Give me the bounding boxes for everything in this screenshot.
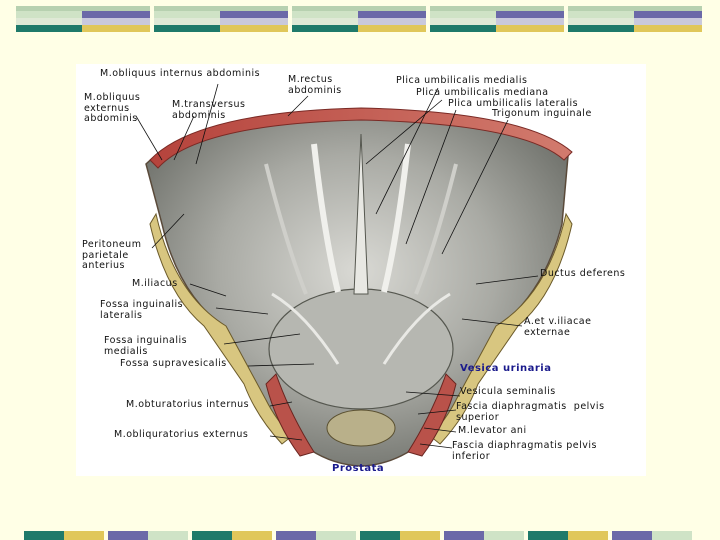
header-stripe-block-2 <box>154 6 288 32</box>
footer-stripe-5 <box>192 531 232 540</box>
label-peritoneum: Peritoneum parietale anterius <box>82 239 142 271</box>
footer-stripe-2 <box>64 531 104 540</box>
plica-lateralis-left <box>264 163 308 295</box>
bladder <box>268 288 454 410</box>
footer-stripe-4 <box>148 531 188 540</box>
label-levator: M.levator ani <box>458 425 527 436</box>
right-iliac-bone <box>429 212 573 445</box>
plica-medialis-right <box>381 143 411 293</box>
footer-stripe-1 <box>24 531 64 540</box>
label-prostata: Prostata <box>332 463 385 474</box>
plica-medialis-left <box>311 143 341 293</box>
footer-stripe-12 <box>484 531 524 540</box>
footer-stripe-3 <box>108 531 148 540</box>
ductus-deferens-right <box>382 292 451 365</box>
footer-stripe-11 <box>444 531 484 540</box>
label-plica-mediana: Plica umbilicalis mediana <box>416 87 549 98</box>
label-obliquratorius-externus: M.obliquratorius externus <box>114 429 249 440</box>
label-fossa-supravesicalis: Fossa supravesicalis <box>120 358 227 369</box>
plica-mediana <box>353 133 369 295</box>
header-stripe-block-4 <box>430 6 564 32</box>
header-stripe-block-1 <box>16 6 150 32</box>
label-fossa-medialis: Fossa inguinalis medialis <box>104 335 188 357</box>
footer-stripe-8 <box>316 531 356 540</box>
label-obliquus-externus: M.obliquus externus abdominis <box>84 92 141 124</box>
footer-stripe-15 <box>612 531 652 540</box>
footer-stripe-16 <box>652 531 692 540</box>
label-plica-medialis: Plica umbilicalis medialis <box>396 75 528 86</box>
label-fossa-lateralis: Fossa inguinalis lateralis <box>100 299 184 321</box>
label-fascia-superior: Fascia diaphragmatis pelvis superior <box>456 401 605 423</box>
header-stripe-block-5 <box>568 6 702 32</box>
pelvis-illustration <box>135 83 573 467</box>
label-trigonum: Trigonum inguinale <box>492 108 592 119</box>
footer-stripe-10 <box>400 531 440 540</box>
label-transversus: M.transversus abdominis <box>172 99 246 121</box>
footer-stripe-14 <box>568 531 608 540</box>
header-stripe-block-3 <box>292 6 426 32</box>
rectus-muscle-band <box>149 107 573 169</box>
label-obturatorius-internus: M.obturatorius internus <box>126 399 250 410</box>
label-obliquus-internus: M.obliquus internus abdominis <box>100 68 261 79</box>
footer-stripe-9 <box>360 531 400 540</box>
label-rectus: M.rectus abdominis <box>288 74 342 96</box>
header-decorative-band <box>0 4 720 34</box>
label-plica-lateralis: Plica umbilicalis lateralis <box>448 98 579 109</box>
prostate <box>326 409 396 447</box>
label-vesicula: Vesicula seminalis <box>460 386 556 397</box>
label-ductus: Ductus deferens <box>540 268 626 279</box>
label-fascia-inferior: Fascia diaphragmatis pelvis inferior <box>452 440 598 462</box>
pelvis-anatomy-figure: M.obliquus internus abdominis M.rectus a… <box>76 64 646 476</box>
left-iliac-bone <box>149 212 293 445</box>
label-iliacus: M.iliacus <box>132 278 178 289</box>
label-vesica: Vesica urinaria <box>460 363 552 374</box>
footer-decorative-band <box>0 531 720 540</box>
footer-stripe-13 <box>528 531 568 540</box>
left-obturator-muscle <box>265 373 315 457</box>
label-a-v-iliacae: A.et v.iliacae externae <box>524 316 592 338</box>
footer-stripe-7 <box>276 531 316 540</box>
footer-stripe-6 <box>232 531 272 540</box>
plica-lateralis-right <box>414 163 458 295</box>
leader-lines <box>135 83 539 449</box>
ductus-deferens-left <box>271 292 340 365</box>
